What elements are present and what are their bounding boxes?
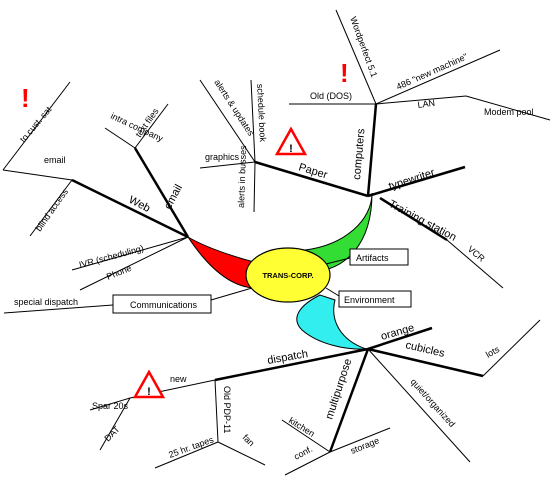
communications-box [112,294,212,314]
old-dos-label: Old (DOS) [310,91,352,101]
typewriter-label: typewriter [387,167,436,193]
new-label: new [170,374,187,384]
artifacts-box [349,248,409,266]
conf-label: conf. [292,444,314,462]
warning-2-mark: ! [147,386,151,398]
old-pdp-label: Old PDP-11 [222,386,232,433]
lots-label: lots [484,344,502,360]
spar-20s-label: Spar 20s [92,401,129,411]
alerts-in-busses-label: alerts in busses [236,145,248,208]
blind-access-label: blind access [33,186,70,233]
cubicles-label: cubicles [404,339,446,360]
computers-label: computers [351,128,367,181]
email-sub-label: email [44,155,66,165]
artifacts-label: Artifacts [356,253,389,263]
kitchen-label: kitchen [287,415,316,439]
wordperfect-label: Wordperfect 5.1 [348,15,379,78]
special-dispatch-label: special dispatch [14,297,78,307]
new-machine-label: 486 "new machine" [395,51,469,91]
training-station-label: Training station [387,198,459,244]
modem-pool-label: Modem pool [484,107,534,117]
center-node [245,247,331,303]
dat-label: DAT [102,424,122,444]
multipurpose-label: multipurpose [323,357,354,421]
exclaim-1: ! [21,83,30,113]
center-label: TRANS-CORP. [262,271,313,280]
ivr-label: IVR (scheduling) [78,243,145,270]
fan-label: fan [241,432,257,448]
cyan-lobe [296,294,367,350]
vcr-label: VCR [466,244,487,264]
warning-1-mark: ! [289,143,293,155]
graphics-label: graphics [205,152,240,162]
tapes-label: 25 hr. tapes [167,434,215,460]
exclaim-2: ! [340,58,349,88]
schedule-book-label: schedule book [255,84,268,143]
communications-label: Communications [130,300,198,310]
warning-triangle-2 [132,369,166,399]
lan-label: LAN [417,98,436,110]
warning-triangle-1 [274,126,308,156]
environment-label: Environment [344,295,395,305]
environment-box [338,290,412,308]
phone-label: Phone [105,263,133,282]
